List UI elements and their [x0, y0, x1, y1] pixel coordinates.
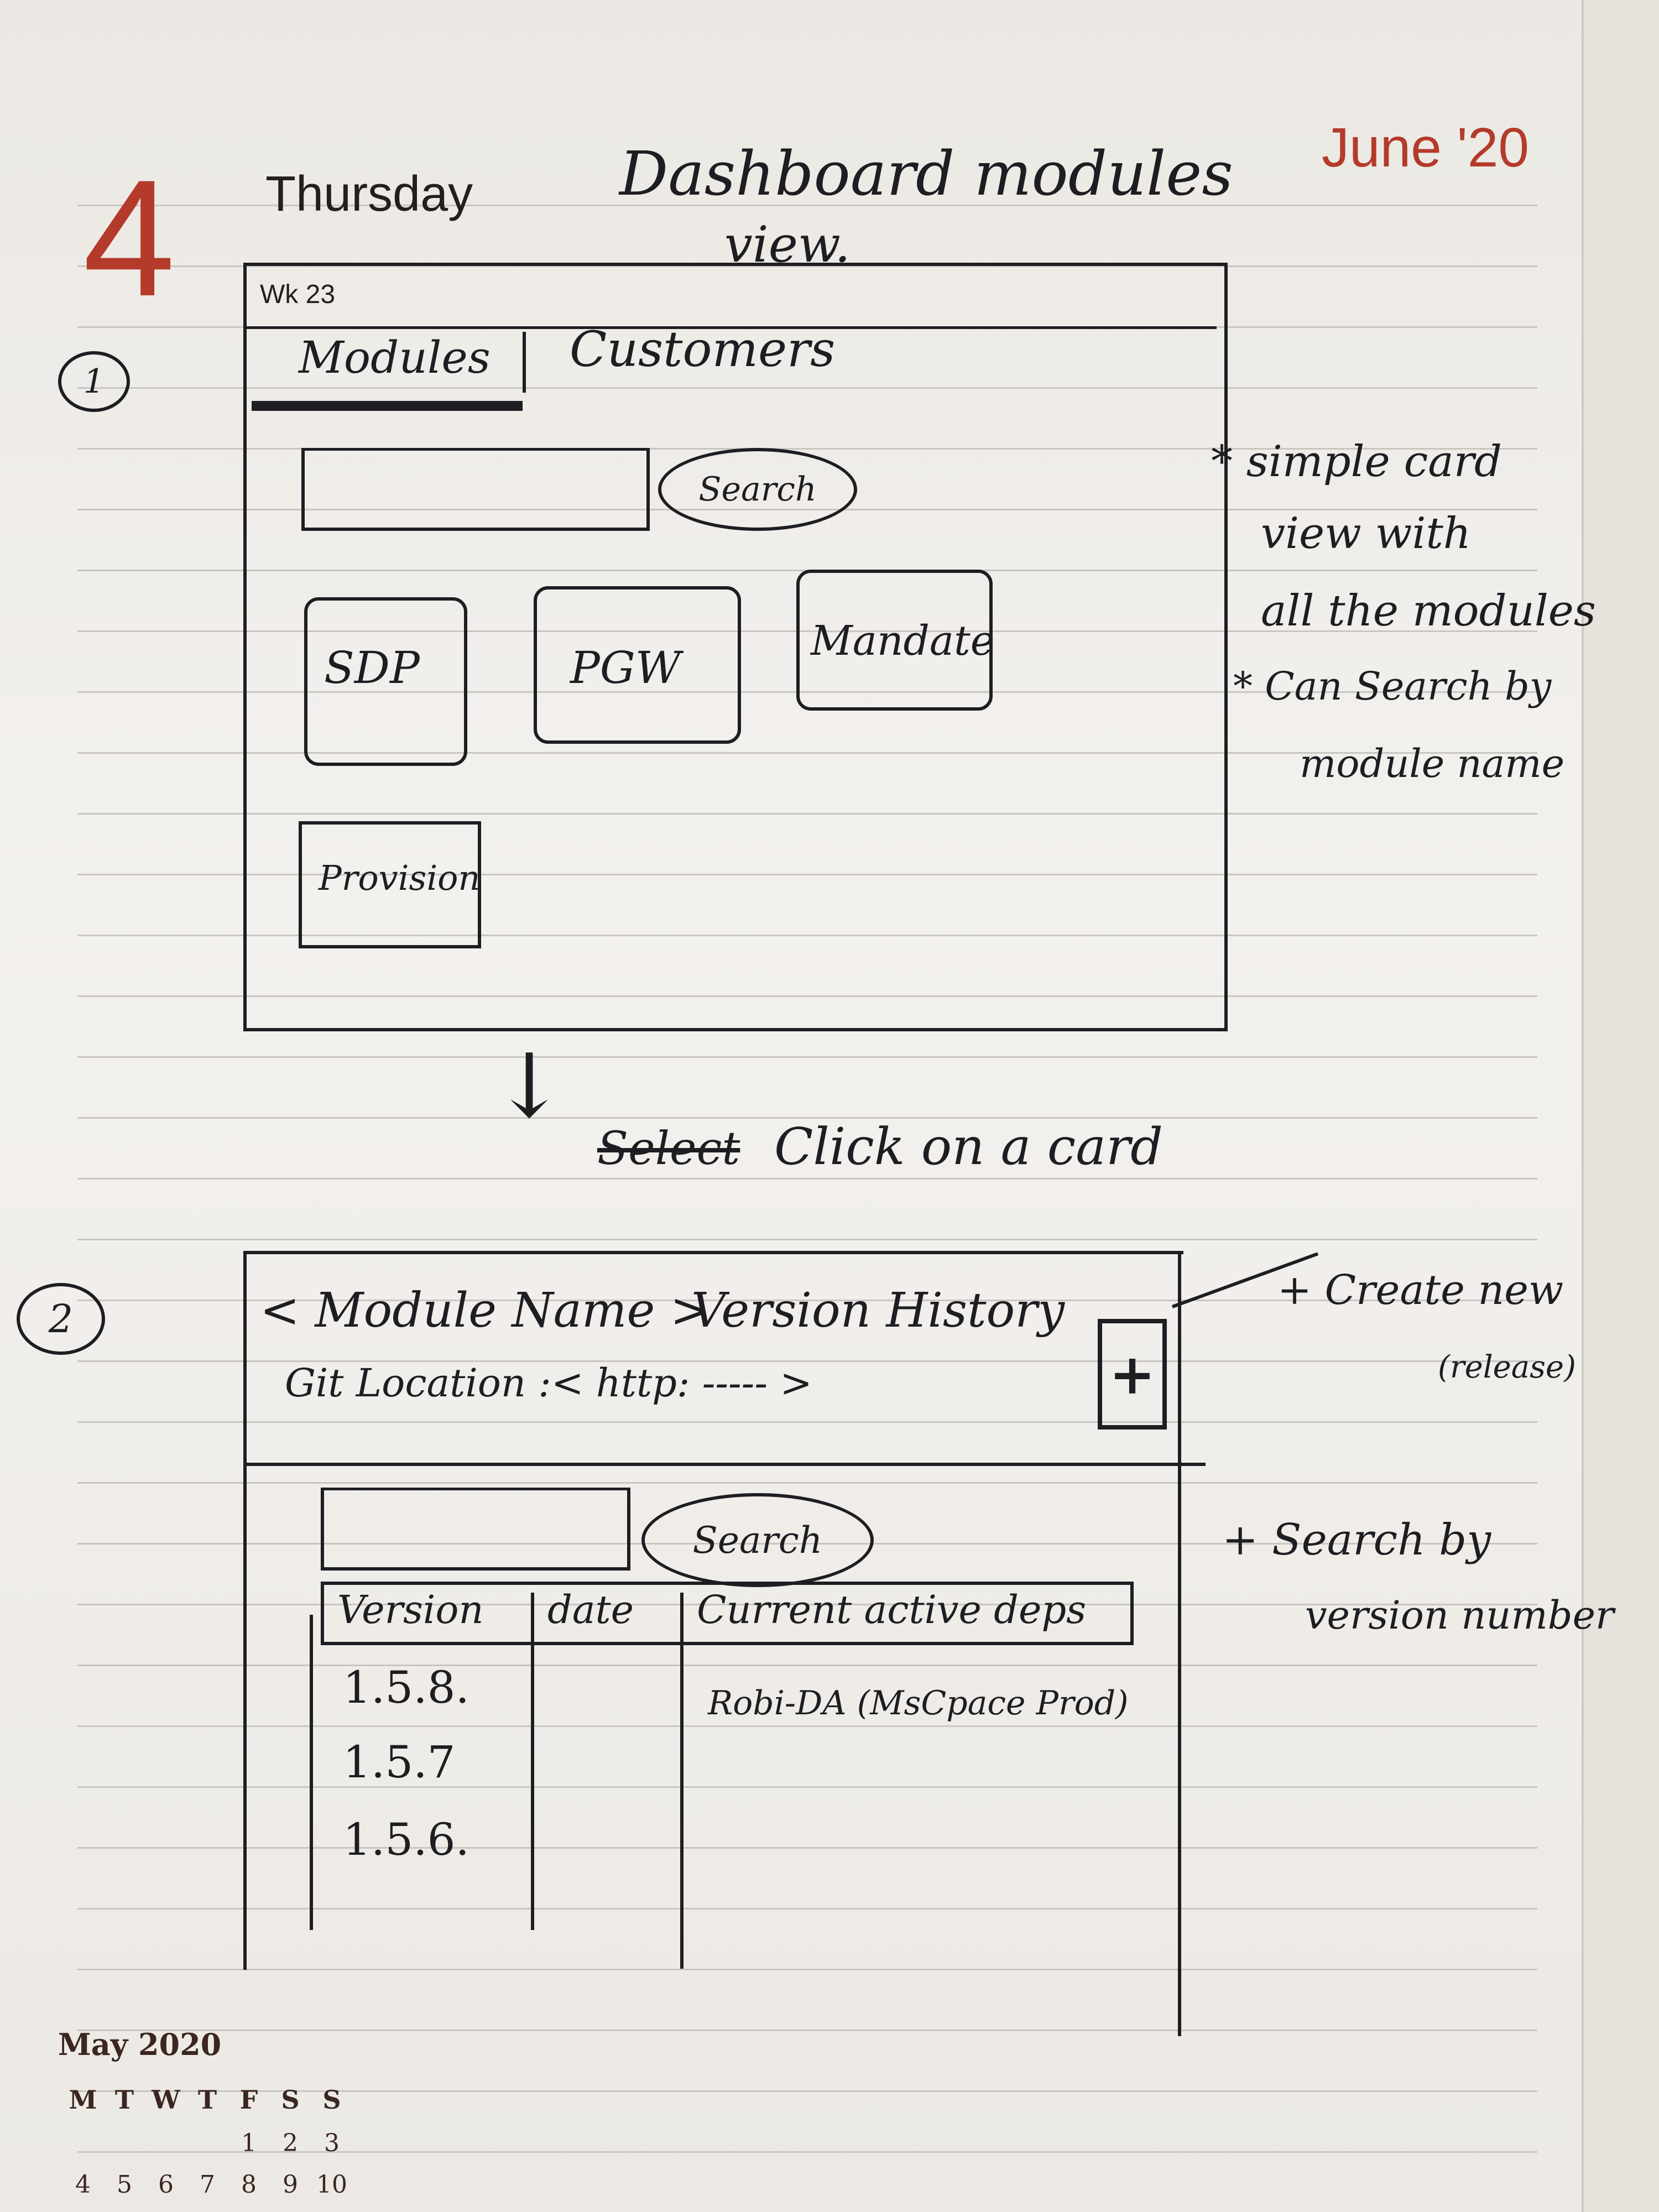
calendar-weekday: T — [114, 2085, 134, 2115]
note-simple-card: * simple card — [1211, 437, 1502, 487]
tab-bar-line — [243, 326, 1217, 329]
module-name-placeholder: < Module Name > — [260, 1283, 710, 1338]
tab-customers[interactable]: Customers — [570, 321, 836, 378]
modules-search-input[interactable] — [301, 448, 650, 531]
column-header-deps: Current active deps — [697, 1587, 1087, 1632]
calendar-day: 8 — [241, 2171, 257, 2199]
module-card-mandate[interactable]: Mandate — [796, 570, 995, 711]
step-marker-2: 2 — [17, 1283, 105, 1355]
version-search-input[interactable] — [321, 1488, 630, 1571]
note-create-new: + Create new — [1277, 1266, 1564, 1314]
note-module-name: module name — [1300, 741, 1565, 786]
calendar-day: 6 — [158, 2171, 174, 2199]
weekday: Thursday — [265, 166, 473, 222]
note-view-with: view with — [1261, 509, 1472, 559]
table-cell-version: 1.5.8. — [343, 1662, 469, 1713]
calendar-weekday: S — [281, 2085, 300, 2115]
tab-modules[interactable]: Modules — [299, 332, 491, 383]
module-card-label: Provision — [319, 858, 481, 898]
note-version-number: version number — [1305, 1593, 1614, 1638]
module-card-label: SDP — [324, 642, 420, 693]
calendar-weekday: M — [69, 2085, 97, 2115]
calendar-title: May 2020 — [58, 2027, 222, 2062]
column-header-version: Version — [337, 1587, 484, 1632]
table-col-divider-1 — [531, 1593, 534, 1930]
struck-word: Select — [597, 1123, 740, 1175]
module-card-sdp[interactable]: SDP — [304, 597, 467, 766]
git-location: Git Location :< http: ----- > — [285, 1360, 812, 1406]
module-card-pgw[interactable]: PGW — [534, 586, 741, 744]
sketch2-right-border — [1178, 1251, 1181, 2036]
note-can-search: * Can Search by — [1233, 664, 1552, 709]
plus-icon: + — [1109, 1342, 1156, 1407]
calendar-day: 7 — [200, 2171, 215, 2199]
calendar-day: 5 — [117, 2171, 132, 2199]
table-cell-version: 1.5.6. — [343, 1814, 469, 1865]
column-header-date: date — [547, 1587, 634, 1632]
tab-divider — [523, 332, 526, 393]
create-release-button[interactable]: + — [1098, 1319, 1167, 1430]
table-header-row — [321, 1582, 1134, 1645]
transition-text: Click on a card — [774, 1117, 1163, 1176]
sketch2-header-divider — [243, 1463, 1206, 1466]
calendar-day: 9 — [283, 2171, 298, 2199]
note-release: (release) — [1438, 1349, 1576, 1385]
module-card-provision[interactable]: Provision — [299, 821, 481, 948]
month-year: June '20 — [1322, 117, 1529, 179]
calendar-day: 1 — [241, 2129, 257, 2157]
active-tab-underline — [252, 401, 523, 411]
modules-search-button[interactable]: Search — [658, 448, 857, 531]
version-history-title: Version History — [691, 1283, 1065, 1338]
calendar-weekday: T — [197, 2085, 217, 2115]
sketch-modules-frame — [243, 263, 1228, 1031]
module-card-label: Mandate — [811, 617, 995, 665]
week-number: Wk 23 — [260, 280, 336, 309]
page-edge — [1582, 0, 1659, 2212]
calendar-weekday: F — [239, 2085, 258, 2115]
calendar-weekday: W — [152, 2085, 180, 2115]
step-marker-1: 1 — [58, 351, 130, 412]
sketch2-top-border — [243, 1251, 1183, 1254]
calendar-day: 3 — [324, 2129, 340, 2157]
note-search-by: + Search by — [1222, 1515, 1491, 1565]
version-search-button[interactable]: Search — [641, 1493, 874, 1587]
table-col-divider-2 — [680, 1593, 684, 1969]
module-card-label: PGW — [570, 642, 681, 693]
calendar-weekday: S — [322, 2085, 341, 2115]
sketch2-left-border — [243, 1251, 247, 1970]
note-all-modules: all the modules — [1261, 586, 1596, 636]
day-number: 4 — [83, 145, 175, 331]
calendar-day: 4 — [75, 2171, 91, 2199]
sketch-heading: Dashboard modules — [619, 138, 1233, 209]
calendar-day: 10 — [316, 2171, 347, 2199]
table-cell-version: 1.5.7 — [343, 1736, 456, 1788]
table-cell-deps: Robi-DA (MsCpace Prod) — [708, 1684, 1129, 1723]
table-left-line — [310, 1615, 313, 1930]
calendar-day: 2 — [283, 2129, 298, 2157]
down-arrow-icon: ↓ — [492, 1034, 567, 1138]
